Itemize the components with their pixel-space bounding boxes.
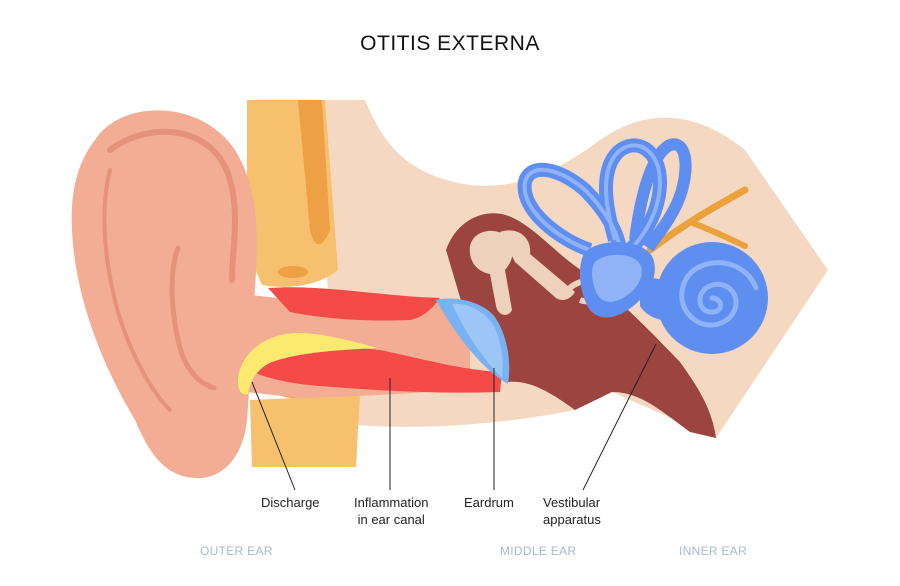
auricle xyxy=(71,110,257,479)
eardrum-highlight xyxy=(452,303,503,378)
region-middle-ear: MIDDLE EAR xyxy=(500,544,577,558)
auricle-antihelix xyxy=(102,168,172,412)
label-inflammation-line1: Inflammation xyxy=(354,495,429,510)
auditory-nerve xyxy=(646,186,749,254)
vestibule-inner xyxy=(592,254,642,302)
leader-discharge xyxy=(251,381,296,491)
fat-spot xyxy=(278,266,308,278)
label-inflammation: Inflammation in ear canal xyxy=(354,494,428,528)
diagram-title: OTITIS EXTERNA xyxy=(360,32,540,55)
incus-bone xyxy=(500,230,575,300)
label-vestibular-line2: apparatus xyxy=(543,512,601,527)
label-inflammation-line2: in ear canal xyxy=(357,512,425,527)
label-vestibular: Vestibular apparatus xyxy=(543,494,601,528)
skull-fat-stripe xyxy=(298,100,330,245)
cochlea-connector xyxy=(640,278,672,321)
auricle-inner-fold xyxy=(169,245,217,391)
skull-fat-lower xyxy=(250,395,360,467)
region-outer-ear: OUTER EAR xyxy=(200,544,273,558)
semicircular-canal-2-lumen xyxy=(604,143,663,252)
semicircular-canal-1-lumen xyxy=(522,167,622,252)
label-eardrum: Eardrum xyxy=(464,495,514,510)
discharge-patch xyxy=(238,332,378,395)
inflamed-wall-lower xyxy=(252,347,502,393)
middle-ear-tissue xyxy=(446,213,716,438)
cochlea-spiral xyxy=(679,260,759,328)
region-inner-ear: INNER EAR xyxy=(679,544,748,558)
auditory-nerve-branch xyxy=(687,219,748,249)
inflamed-wall-upper xyxy=(268,287,440,321)
auricle-fold xyxy=(107,128,239,283)
semicircular-canal-3 xyxy=(629,138,692,252)
label-vestibular-line1: Vestibular xyxy=(543,495,601,510)
label-discharge: Discharge xyxy=(261,495,320,510)
leader-vestibular xyxy=(582,343,657,491)
malleus-bone xyxy=(469,230,513,315)
